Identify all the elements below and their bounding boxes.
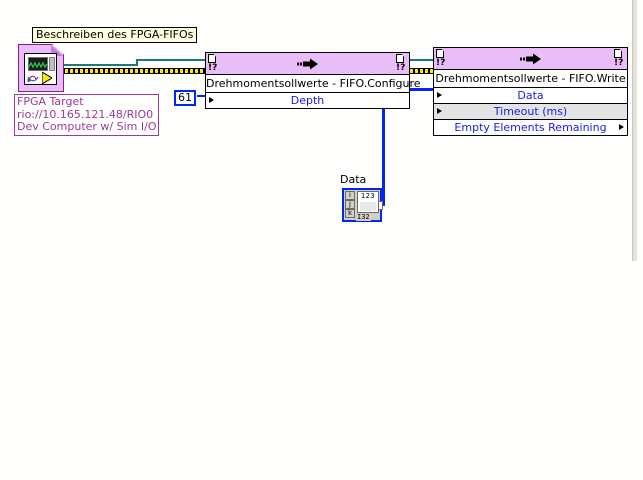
fpga-arrow-icon [42,72,52,84]
reference-in-icon: !? [436,49,447,69]
page-icon [614,49,622,58]
error-in-icon: !? [208,63,218,73]
array-element-placeholder [360,202,376,211]
fifo-write-terminal-data[interactable]: Data [434,87,627,103]
error-in-icon: !? [436,58,446,68]
vertical-scrollbar[interactable] [632,0,637,261]
error-wire-segment-1[interactable] [63,68,207,74]
depth-wire[interactable] [197,95,207,97]
output-terminal-arrow-icon [619,124,624,130]
array-index-display[interactable]: i j k [345,191,355,219]
fpga-target-node[interactable] [18,44,64,92]
diagram-title-label: Beschreiben des FPGA-FIFOs [32,27,198,43]
array-index-j[interactable]: j [345,200,355,209]
fifo-configure-header: !? !? [206,53,409,75]
reference-wire-segment-3[interactable] [408,59,435,61]
array-index-i[interactable]: i [345,191,355,200]
fpga-target-label-line2: rio://10.165.121.48/RIO0 [17,107,154,121]
array-element-value: 123 [360,192,376,200]
fifo-write-terminal-empty-elements[interactable]: Empty Elements Remaining [434,119,627,135]
page-icon [396,54,404,63]
terminal-label: Data [517,89,544,102]
reference-wire-segment-2[interactable] [136,59,206,61]
page-icon [436,49,444,58]
fifo-method-arrow-icon [519,53,541,64]
fifo-write-terminal-timeout[interactable]: Timeout (ms) [434,103,627,119]
fifo-write-node[interactable]: !? !? Drehmomentsollwerte - FIFO.Write D… [433,47,628,136]
array-type-tag: I32 [356,213,371,221]
depth-constant[interactable]: 61 [174,90,196,106]
data-array-label: Data [340,173,367,186]
fifo-configure-title: Drehmomentsollwerte - FIFO.Configure [206,75,421,92]
fpga-target-label-line3: Dev Computer w/ Sim I/O [17,120,157,133]
reference-in-icon: !? [208,54,219,74]
fpga-target-corner-fold [51,45,63,56]
fifo-method-arrow-icon [296,58,318,69]
fifo-write-header: !? !? [434,48,627,70]
fpga-target-label-line1: FPGA Target [17,95,84,108]
data-wire-vertical[interactable] [382,88,385,205]
fpga-target-label: FPGA Target rio://10.165.121.48/RIO0 Dev… [14,94,160,136]
array-element-display[interactable]: 123 [357,191,379,213]
fifo-write-title: Drehmomentsollwerte - FIFO.Write [434,70,627,87]
reference-out-icon: !? [396,54,407,74]
error-out-icon: !? [396,63,406,73]
device-grill-icon [49,57,55,71]
input-terminal-arrow-icon [437,92,442,98]
data-array-constant[interactable]: i j k 123 I32 [342,188,383,222]
terminal-label: Empty Elements Remaining [454,121,607,134]
array-index-k[interactable]: k [345,209,355,218]
input-terminal-arrow-icon [437,108,442,114]
reference-out-icon: !? [614,49,625,69]
input-terminal-arrow-icon [209,97,214,103]
array-output-terminal[interactable] [378,201,383,210]
page-icon [208,54,216,63]
error-out-icon: !? [614,58,624,68]
fifo-configure-node[interactable]: !? !? Drehmomentsollwerte - FIFO.Configu… [205,52,421,109]
circuit-trace-icon [27,75,39,83]
error-wire-segment-2[interactable] [408,68,435,74]
terminal-label: Timeout (ms) [493,105,568,118]
fpga-target-icon [24,53,57,85]
terminal-label: Depth [290,94,325,107]
scope-display-icon [28,57,48,71]
reference-wire-segment-1[interactable] [63,64,138,66]
fifo-configure-terminal-depth[interactable]: Depth [206,92,409,108]
reference-wire-step[interactable] [136,60,138,66]
